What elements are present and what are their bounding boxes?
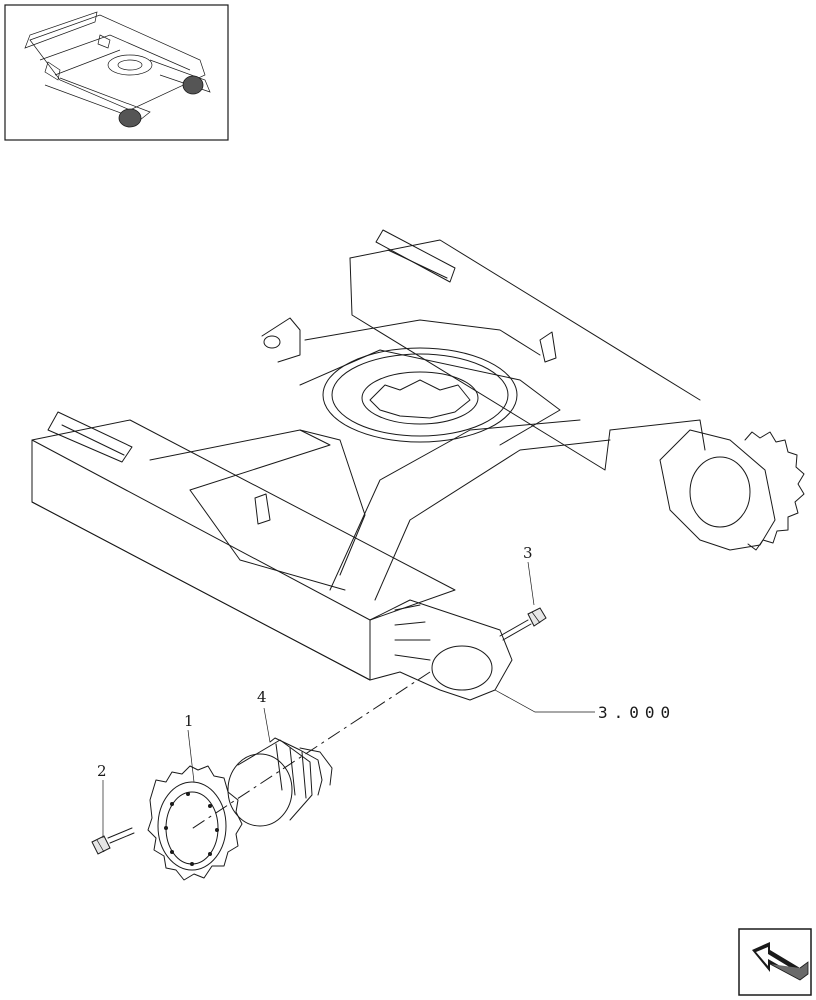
callout-2: 2: [97, 762, 107, 780]
leader-lines: [102, 561, 595, 838]
return-arrow-icon[interactable]: [738, 928, 812, 996]
callout-3: 3: [523, 544, 533, 562]
axis-centerline: [189, 671, 431, 831]
callout-4: 4: [257, 688, 267, 706]
track-frame: [31, 229, 805, 701]
callout-1: 1: [184, 712, 194, 730]
bolt-item-3[interactable]: [499, 607, 547, 641]
swing-ring: [322, 347, 518, 443]
bolt-item-2[interactable]: [91, 827, 135, 855]
reference-label: 3.000: [598, 703, 676, 722]
travel-motor-item-4[interactable]: [227, 737, 333, 827]
sprocket-item-1[interactable]: [147, 765, 243, 881]
undercarriage-thumbnail-icon[interactable]: [4, 4, 229, 141]
